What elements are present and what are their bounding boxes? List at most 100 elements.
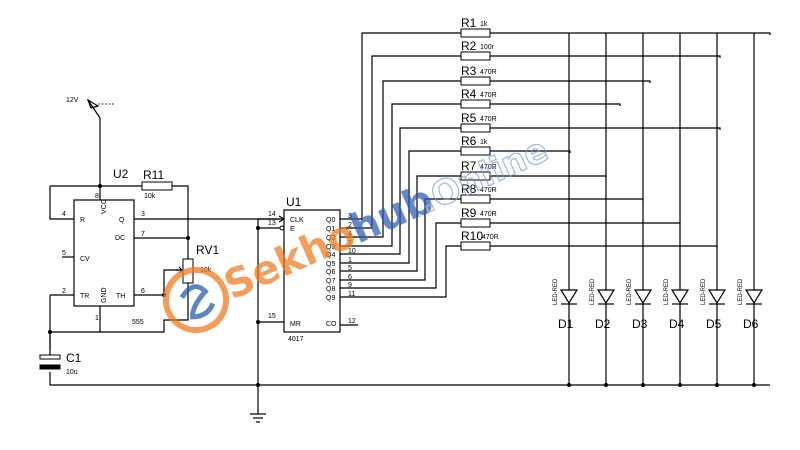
u2-pin-num: 7 <box>141 231 145 238</box>
u2-pin-cv: CV <box>80 256 90 263</box>
resistor-ref: R5 <box>461 111 477 125</box>
u1-output-pin-num: 7 <box>348 240 352 247</box>
ladder-wire <box>358 175 461 272</box>
ladder-wire <box>490 198 644 201</box>
ladder-wire <box>358 103 461 247</box>
led-value: LED-RED <box>553 278 559 305</box>
u1-counter-ic: U1 CLK E MR CO 4017 14 13 15 12 <box>256 195 358 343</box>
led-diode-symbol <box>707 289 727 305</box>
u1-output-label: Q4 <box>326 252 335 259</box>
resistor-body <box>460 123 491 133</box>
ladder-wire <box>490 127 721 130</box>
c1-value: 10u <box>66 369 78 376</box>
rv1-ref: RV1 <box>196 243 219 257</box>
ladder-wire <box>358 245 461 298</box>
led-diode-symbol <box>559 289 579 305</box>
u1-output-label: Q6 <box>326 269 335 276</box>
ladder-wire <box>490 150 571 153</box>
resistor-value: 470R <box>480 69 497 76</box>
resistor-r11: R11 10k <box>141 168 173 200</box>
junction-dot <box>567 383 571 387</box>
junction-dot <box>641 383 645 387</box>
resistor-value: 470R <box>480 92 497 99</box>
u1-output-label: Q1 <box>326 226 335 233</box>
resistor-ref: R6 <box>461 134 477 148</box>
led-ref: D5 <box>706 317 722 331</box>
resistor-ref: R4 <box>461 87 477 101</box>
u2-pin-q: Q <box>119 217 125 224</box>
u1-output-label: Q7 <box>326 278 335 285</box>
resistor-value: 1k <box>480 21 488 28</box>
resistor-ref: R9 <box>461 206 477 220</box>
u2-pin-vcc: VCC <box>101 199 108 214</box>
u2-pin-num: 4 <box>62 211 66 218</box>
u1-output-pin-num: 6 <box>348 274 352 281</box>
u1-pin-num: 13 <box>268 220 276 227</box>
junction-dot <box>715 383 719 387</box>
ladder-wire <box>358 32 461 220</box>
resistor-value: 470R <box>480 164 497 171</box>
u2-pin-num: 8 <box>95 193 99 200</box>
resistor-ref: R1 <box>461 16 477 30</box>
resistor-ref: R10 <box>461 229 483 243</box>
watermark-logo <box>163 267 229 333</box>
ladder-wire <box>490 103 621 106</box>
ladder-wire <box>490 222 681 225</box>
u2-pin-dc: DC <box>115 235 125 242</box>
resistor-body <box>460 76 491 86</box>
u1-output-pin-num: 4 <box>348 231 352 238</box>
u1-output-pin-num: 10 <box>348 248 356 255</box>
u1-part: 4017 <box>288 336 304 343</box>
ladder-wire <box>358 150 461 264</box>
u2-pin-num: 2 <box>62 288 66 295</box>
u1-output-label: Q8 <box>326 286 335 293</box>
u1-output-label: Q5 <box>326 261 335 268</box>
u2-pin-th: TH <box>116 293 125 300</box>
resistor-ref: R7 <box>461 159 477 173</box>
led-ref: D3 <box>632 317 648 331</box>
u1-pin-num: 12 <box>348 318 356 325</box>
u2-pin-num: 5 <box>62 250 66 257</box>
led-ref: D6 <box>743 317 759 331</box>
junction-dot <box>678 383 682 387</box>
u2-ref: U2 <box>113 167 129 181</box>
resistor-ref: R2 <box>461 39 477 53</box>
u1-output-pin-num: 11 <box>348 291 355 298</box>
u2-pin-num: 6 <box>141 288 145 295</box>
u2-part: 555 <box>132 319 144 326</box>
led-ref: D2 <box>595 317 611 331</box>
resistor-value: 1k <box>480 139 488 146</box>
resistor-value: 100r <box>480 44 495 51</box>
r11-ref: R11 <box>143 168 164 182</box>
u1-output-label: Q9 <box>326 295 335 302</box>
u1-pin-clk: CLK <box>290 217 304 224</box>
resistor-body <box>460 28 491 38</box>
ladder-wire <box>358 222 461 289</box>
ladder-wire <box>490 55 721 58</box>
led-diode-symbol <box>744 289 764 305</box>
led-ref: D4 <box>669 317 685 331</box>
resistor-value: 470R <box>480 187 497 194</box>
ground-symbol <box>250 219 266 423</box>
junction-dot <box>752 383 756 387</box>
u1-output-pin-num: 9 <box>348 282 352 289</box>
power-label: 12V <box>66 97 79 104</box>
ladder-wire <box>358 127 461 255</box>
u2-pin-gnd: GND <box>101 287 108 303</box>
ladder-wire <box>490 32 771 35</box>
u2-timer-ic: U2 R CV TR Q DC TH VCC GND 555 4 5 2 3 7… <box>62 167 145 326</box>
resistor-value: 470R <box>480 116 497 123</box>
u2-pin-r: R <box>80 217 85 224</box>
ladder-wire <box>490 245 718 248</box>
u1-pin-co: CO <box>326 321 337 328</box>
resistor-value: 470R <box>482 234 499 241</box>
resistor-body <box>460 241 491 251</box>
junction-dot <box>604 383 608 387</box>
u1-output-label: Q3 <box>326 244 335 251</box>
c1-ref: C1 <box>66 351 82 365</box>
u1-output-pin-num: 3 <box>348 213 352 220</box>
u1-output-pin-num: 5 <box>348 265 352 272</box>
